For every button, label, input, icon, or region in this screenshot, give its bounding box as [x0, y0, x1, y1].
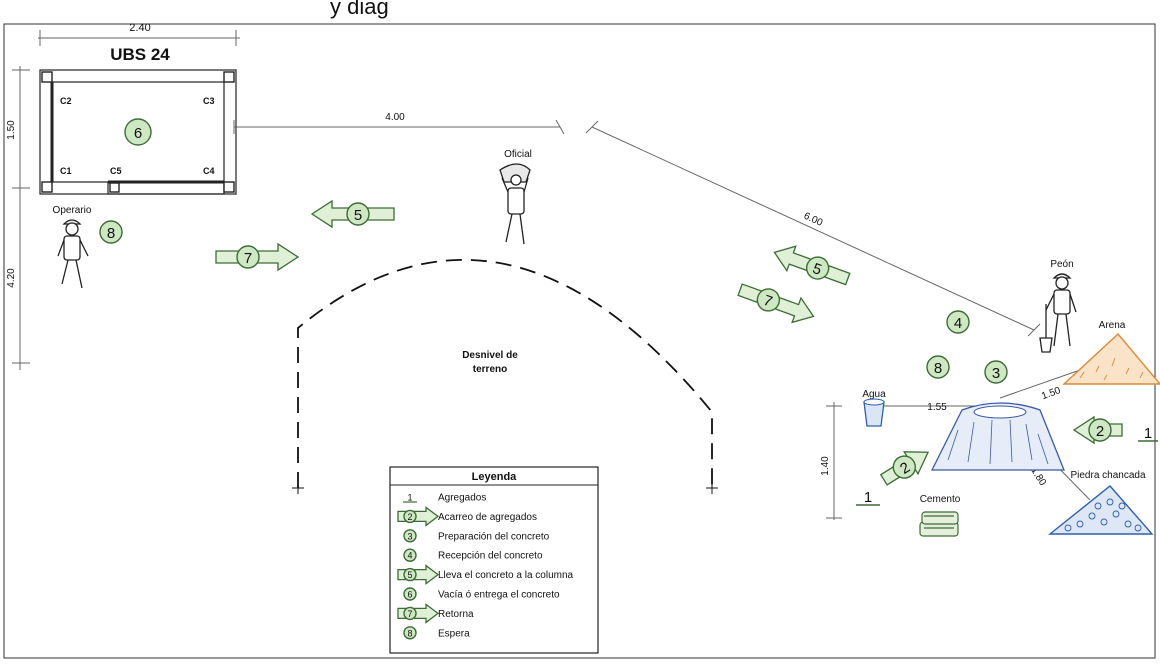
legend-item: 5 Lleva el concreto a la columna — [397, 564, 574, 585]
legend-circle-icon — [403, 626, 417, 640]
legend-item: 3 Preparación del concreto — [403, 529, 550, 543]
worker-operario: Operario — [53, 205, 92, 289]
legend-item: 6 Vacía ó entrega el concreto — [403, 587, 560, 601]
dim-left-upper: 1.50 — [6, 120, 17, 140]
legend-item: 2 Acarreo de agregados — [397, 506, 537, 527]
worker-peon: Peón — [1039, 259, 1077, 353]
legend-label: Acarreo de agregados — [438, 512, 537, 523]
column-c2: C2 — [60, 96, 72, 106]
legend-circle-icon — [403, 529, 417, 543]
piedra-pile-icon — [1048, 485, 1154, 535]
arrow-retorna-left-number: 7 — [244, 250, 252, 267]
legend-item: 8 Espera — [403, 626, 470, 640]
legend-label: Retorna — [438, 609, 474, 620]
arrow-acarreo-left: 2 — [879, 451, 930, 486]
agregados-left-number: 1 — [864, 489, 872, 506]
dim-agua: 1.55 — [927, 402, 947, 413]
column-c5: C5 — [110, 166, 122, 176]
legend-item: 1 Agregados — [403, 493, 486, 504]
arena-pile-icon — [1062, 332, 1160, 385]
dim-line-diagonal — [591, 126, 1035, 331]
drawing-border — [3, 23, 1156, 659]
dim-vertical: 1.40 — [820, 456, 831, 476]
agua-bucket-icon — [863, 401, 885, 427]
arrow-retorna-left: 7 — [215, 242, 300, 272]
terrain-label-line2: terreno — [473, 364, 507, 375]
arrow-lleva-diagonal: 5 — [773, 245, 851, 286]
column-c3: C3 — [203, 96, 215, 106]
structure-title: UBS 24 — [110, 45, 170, 64]
terrain-label-line1: Desnivel de — [462, 350, 518, 361]
dim-width-top: 2.40 — [129, 22, 150, 34]
worker-oficial: Oficial — [499, 149, 532, 245]
cemento-bags-icon — [919, 511, 959, 537]
legend-title: Leyenda — [472, 471, 518, 483]
worker-operario-figure — [57, 219, 89, 289]
terrain-curve — [297, 259, 713, 488]
arrow-acarreo-right: 2 — [1072, 415, 1123, 445]
marker-preparacion — [984, 360, 1008, 384]
worker-peon-label: Peón — [1050, 259, 1073, 270]
worker-oficial-label: Oficial — [504, 149, 532, 160]
marker-espera-operario-number: 8 — [107, 225, 115, 242]
dim-diagonal: 6.00 — [802, 211, 825, 229]
ubs-structure: UBS 24 2.40 1.50 4.20 C2 C3 C1 C5 C4 6 — [6, 22, 240, 370]
legend-label: Vacía ó entrega el concreto — [438, 590, 560, 601]
legend-label: Espera — [438, 628, 470, 639]
marker-espera-right — [926, 355, 950, 379]
marker-vaciado-number: 6 — [134, 125, 142, 142]
marker-vaciado — [124, 118, 152, 146]
material-piedra-label: Piedra chancada — [1070, 470, 1145, 481]
material-arena-label: Arena — [1099, 320, 1126, 331]
legend-label: Preparación del concreto — [438, 531, 550, 542]
legend-item: 7 Retorna — [397, 603, 474, 624]
header-text: y diag — [330, 0, 389, 19]
arrow-lleva-left-number: 5 — [354, 207, 362, 224]
agregados-right-number: 1 — [1144, 425, 1152, 442]
legend-label: Agregados — [438, 493, 486, 504]
marker-espera-right-number: 8 — [934, 360, 942, 377]
legend-symbol: 1 — [407, 493, 412, 503]
legend-symbol: 3 — [407, 531, 412, 541]
dim-horizontal: 4.00 — [385, 112, 405, 123]
legend-symbol: 4 — [407, 551, 412, 561]
legend-symbol: 2 — [407, 512, 412, 522]
legend-circle-icon — [403, 548, 417, 562]
marker-recepcion — [946, 310, 970, 334]
dim-left-lower: 4.20 — [6, 268, 17, 288]
column-c1: C1 — [60, 166, 72, 176]
arrow-lleva-left: 5 — [310, 199, 395, 229]
arrow-retorna-diagonal: 7 — [737, 283, 815, 324]
arrow-acarreo-right-number: 2 — [1096, 423, 1104, 440]
legend-circle-icon — [403, 587, 417, 601]
legend-symbol: 6 — [407, 590, 412, 600]
legend: Leyenda 1 Agregados 2 Acarreo de agregados 3… — [389, 466, 599, 654]
worker-oficial-figure — [499, 163, 531, 245]
legend-symbol: 5 — [407, 570, 412, 580]
worker-peon-figure — [1039, 273, 1077, 353]
marker-preparacion-number: 3 — [992, 365, 1000, 382]
legend-label: Recepción del concreto — [438, 551, 543, 562]
legend-symbol: 7 — [407, 609, 412, 619]
column-c4: C4 — [203, 166, 215, 176]
legend-symbol: 8 — [407, 628, 412, 638]
marker-recepcion-number: 4 — [954, 315, 962, 332]
material-cemento-label: Cemento — [920, 494, 961, 505]
legend-item: 4 Recepción del concreto — [403, 548, 543, 562]
material-agua-label: Agua — [862, 389, 886, 400]
worker-operario-label: Operario — [53, 205, 92, 216]
marker-espera-operario — [99, 220, 123, 244]
dim-arena: 1.50 — [1040, 385, 1062, 402]
legend-label: Lleva el concreto a la columna — [438, 570, 574, 581]
